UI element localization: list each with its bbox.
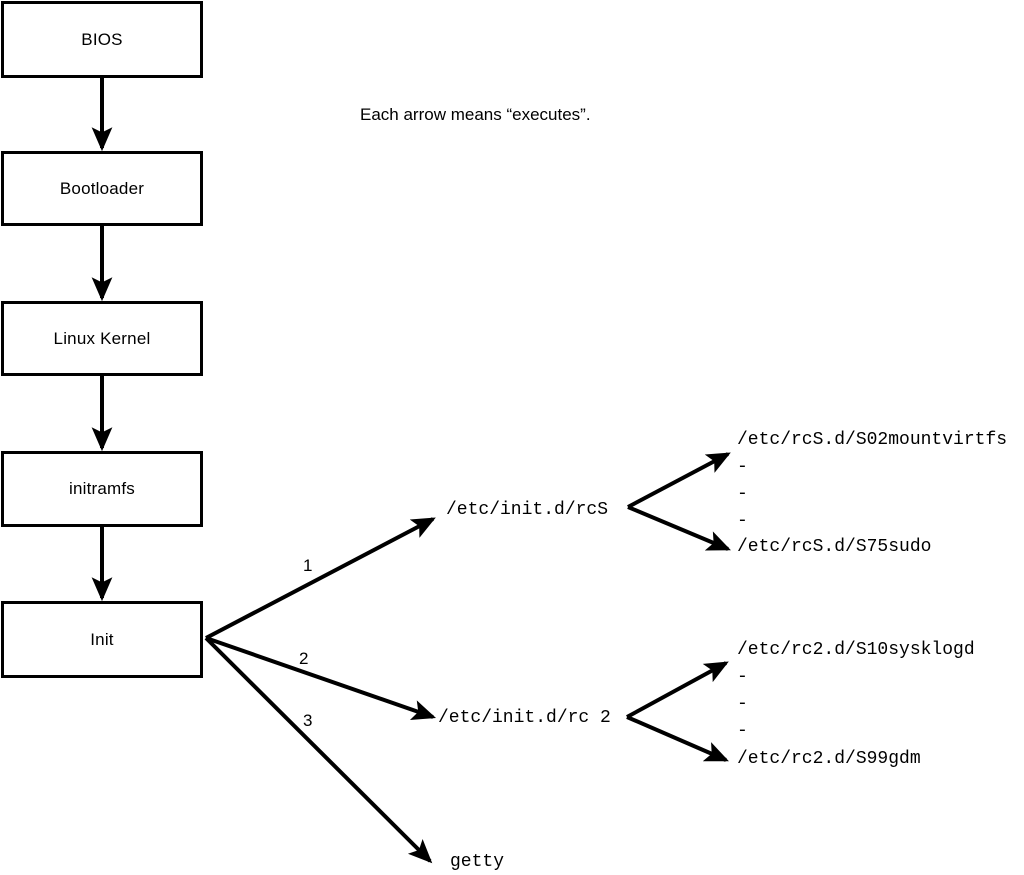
arrow-rcs-to-last [627,505,731,551]
label-rc2-script[interactable]: /etc/init.d/rc 2 [438,708,611,728]
label-rc2-child-last[interactable]: /etc/rc2.d/S99gdm [737,749,921,769]
label-rcs-child-first[interactable]: /etc/rcS.d/S02mountvirtfs [737,430,1008,450]
label-rcs-ellipsis-dash-2: - [737,484,748,504]
label-rc2-ellipsis-dash-1: - [737,667,748,687]
arrow-rcs-to-first [627,452,731,509]
branch-number-3: 3 [303,711,313,730]
arrow-init-to-rc2 [205,636,437,720]
branch-number-2: 2 [299,649,309,668]
node-init-label: Init [90,629,114,649]
arrow-rc2-to-last [626,715,729,762]
label-rc2-ellipsis-dash-3: - [737,721,748,741]
node-linux-kernel-label: Linux Kernel [53,328,151,348]
arrow-init-to-getty [204,636,433,864]
arrow-init-to-rcs [205,517,436,640]
node-init[interactable]: Init [1,601,203,678]
node-initramfs[interactable]: initramfs [1,451,203,527]
arrow-rc2-to-first [626,661,729,719]
label-rc2-ellipsis-dash-2: - [737,694,748,714]
node-bios-label: BIOS [81,29,123,49]
legend-note: Each arrow means “executes”. [360,105,591,124]
node-bios[interactable]: BIOS [1,1,203,78]
label-rcs-ellipsis-dash-1: - [737,457,748,477]
node-bootloader-label: Bootloader [59,178,145,198]
node-linux-kernel[interactable]: Linux Kernel [1,301,203,376]
label-rcs-script[interactable]: /etc/init.d/rcS [446,500,609,520]
label-rcs-ellipsis-dash-3: - [737,511,748,531]
label-rcs-child-last[interactable]: /etc/rcS.d/S75sudo [737,537,932,557]
label-getty[interactable]: getty [450,852,505,872]
node-bootloader[interactable]: Bootloader [1,151,203,226]
node-initramfs-label: initramfs [68,479,136,498]
branch-number-1: 1 [303,556,313,575]
label-rc2-child-first[interactable]: /etc/rc2.d/S10sysklogd [737,640,975,660]
